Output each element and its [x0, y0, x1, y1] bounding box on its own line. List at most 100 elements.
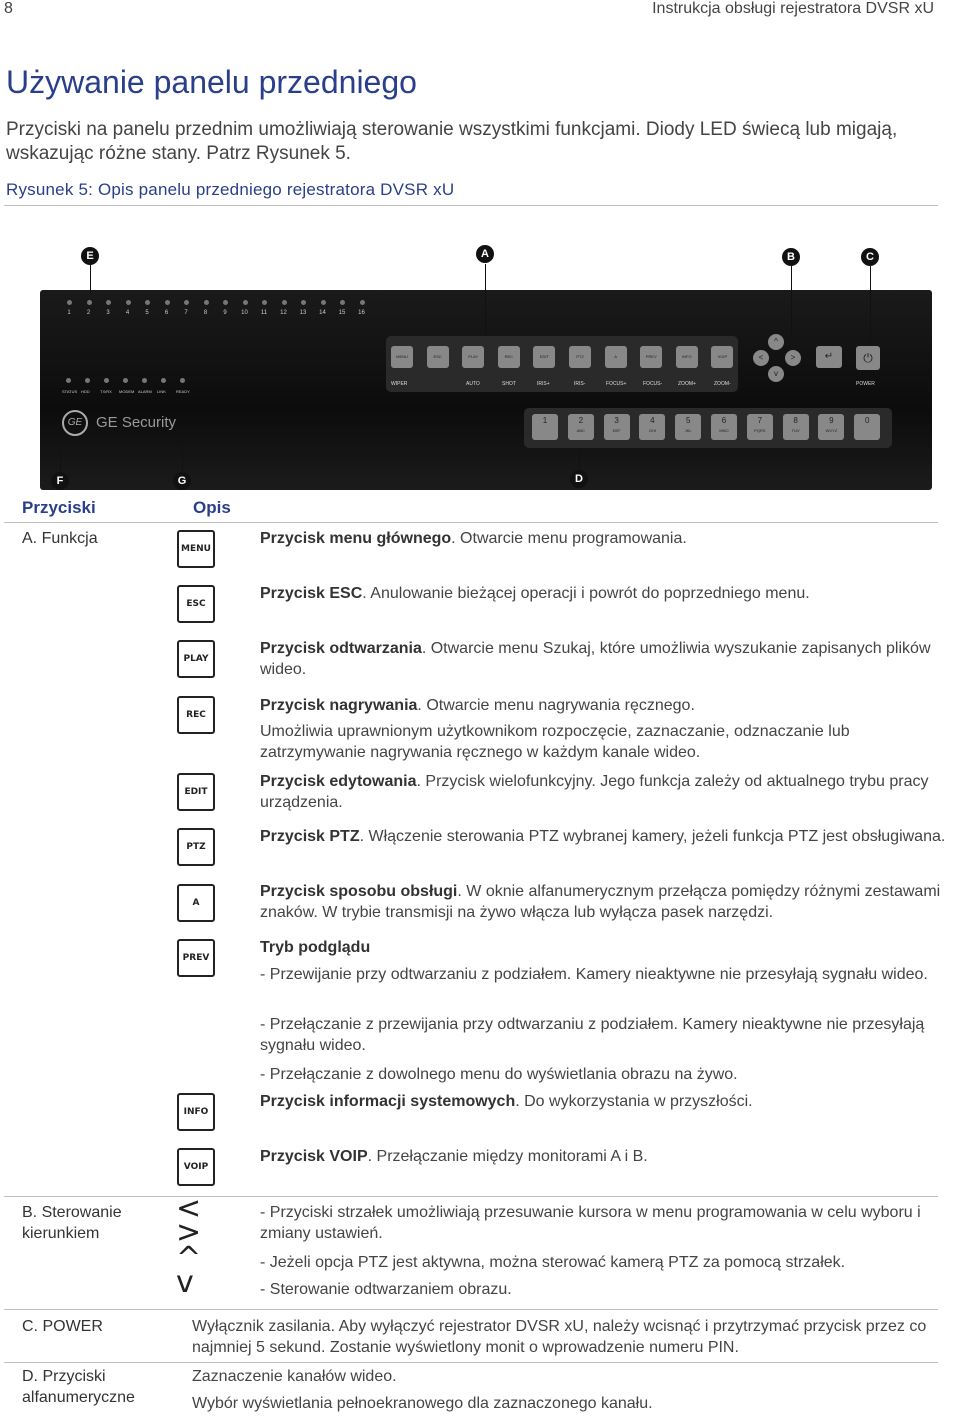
direction-description-2: - Jeżeli opcja PTZ jest aktywna, można s…	[260, 1254, 846, 1271]
info-description: Przycisk informacji systemowych. Do wyko…	[260, 1093, 753, 1110]
panel-button-play[interactable]: PLAY	[462, 346, 485, 368]
callout-d: D	[570, 470, 588, 488]
rec-description: Przycisk nagrywania. Otwarcie menu nagry…	[260, 697, 695, 714]
row-divider-d	[4, 1362, 938, 1363]
panel-button-prev[interactable]: PREV	[640, 346, 663, 368]
panel-button-esc[interactable]: ESC	[426, 346, 449, 368]
channel-led	[223, 300, 228, 305]
a-button-icon: A	[177, 884, 215, 922]
panel-button-secondary-label: FOCUS+	[606, 381, 627, 387]
channel-led-number: 3	[106, 310, 110, 316]
channel-led	[164, 300, 170, 305]
power-description: Wyłącznik zasilania. Aby wyłączyć rejest…	[192, 1318, 927, 1356]
numeric-button-letters: JKL	[684, 428, 692, 433]
status-led-label: LINK	[157, 389, 166, 394]
status-led	[180, 378, 185, 383]
direction-description-1: - Przyciski strzałek umożliwiają przesuw…	[260, 1204, 921, 1242]
info-button-icon: INFO	[177, 1093, 215, 1131]
callout-c: C	[861, 248, 879, 266]
channel-led	[320, 300, 326, 305]
numeric-button-digit: 9	[829, 416, 834, 425]
channel-led-number: 13	[299, 310, 307, 316]
arrow-right-icon: >	[176, 1215, 202, 1250]
voip-button-icon: VOIP	[177, 1148, 215, 1186]
prev-button-icon: PREV	[177, 939, 215, 977]
panel-button-secondary-label: ZOOM-	[714, 381, 731, 387]
channel-led	[184, 300, 189, 305]
ptz-description: Przycisk PTZ. Włączenie sterowania PTZ w…	[260, 828, 946, 845]
numeric-button-letters: TUV	[791, 428, 800, 433]
panel-button-secondary-label: IRIS-	[574, 381, 586, 387]
channel-led-number: 12	[280, 310, 287, 316]
header-title: Instrukcja obsługi rejestratora DVSR xU	[652, 0, 934, 17]
header-divider	[4, 522, 938, 523]
nav-up-button[interactable]: ^	[768, 334, 784, 350]
channel-led	[262, 300, 267, 305]
callout-a: A	[476, 245, 494, 263]
direction-description-3: - Sterowanie odtwarzaniem obrazu.	[260, 1281, 512, 1298]
numeric-button-letters: DEF	[612, 428, 621, 433]
power-button[interactable]: ⏻	[856, 346, 880, 370]
group-a-label: A. Funkcja	[22, 530, 98, 547]
nav-left-button[interactable]: <	[753, 350, 769, 366]
channel-led-number: 1	[67, 310, 71, 316]
status-led	[142, 378, 147, 383]
panel-button-a[interactable]: A	[604, 346, 627, 368]
numeric-button-letters: GHI	[648, 428, 656, 433]
channel-led	[106, 300, 111, 305]
channel-led-number: 8	[203, 310, 208, 316]
numeric-button-0[interactable]: 0	[854, 414, 881, 440]
status-led-label: ALARM	[138, 389, 152, 394]
channel-led-number: 10	[241, 310, 248, 316]
channel-led	[67, 300, 72, 305]
status-led	[123, 378, 128, 383]
status-led-label: HDD	[81, 389, 90, 394]
enter-button[interactable]: ↵	[816, 346, 842, 368]
numeric-button-letters: WXYZ	[825, 428, 838, 433]
channel-led	[86, 300, 92, 305]
rec-button-icon: REC	[177, 696, 215, 734]
status-led-label: STATUS	[62, 389, 78, 394]
nav-right-button[interactable]: >	[785, 350, 801, 366]
callout-d-line	[579, 448, 580, 470]
panel-button-ptz[interactable]: PTZ	[569, 346, 591, 368]
channel-led-number: 9	[223, 310, 227, 316]
numeric-button-letters: PQRS	[754, 428, 766, 433]
panel-button-info[interactable]: INFO	[675, 346, 698, 368]
a-description: Przycisk sposobu obsługi. W oknie alfanu…	[260, 883, 941, 921]
panel-button-rec[interactable]: REC	[497, 346, 520, 368]
channel-led-number: 14	[319, 310, 326, 316]
prev-description-2: - Przełączanie z przewijania przy odtwar…	[260, 1016, 925, 1054]
channel-led	[125, 300, 131, 305]
alnum-description-1: Zaznaczenie kanałów wideo.	[192, 1368, 397, 1385]
alnum-description-2: Wybór wyświetlania pełnoekranowego dla z…	[192, 1395, 653, 1412]
panel-button-menu[interactable]: MENU	[391, 346, 413, 368]
figure-caption: Rysunek 5: Opis panelu przedniego rejest…	[6, 180, 455, 199]
panel-button-voip[interactable]: VOIP	[711, 346, 734, 368]
numeric-button-digit: 7	[757, 416, 763, 425]
nav-down-button[interactable]: v	[768, 366, 784, 382]
callout-g-line	[182, 428, 183, 472]
esc-description: Przycisk ESC. Anulowanie bieżącej operac…	[260, 585, 810, 602]
numeric-button-1[interactable]: 1	[532, 414, 558, 440]
ptz-button-icon: PTZ	[177, 828, 215, 866]
edit-description: Przycisk edytowania. Przycisk wielofunkc…	[260, 773, 929, 811]
play-description: Przycisk odtwarzania. Otwarcie menu Szuk…	[260, 640, 931, 678]
callout-a-line	[485, 264, 486, 334]
panel-button-edit[interactable]: EDIT	[533, 346, 556, 368]
status-led	[161, 378, 166, 383]
column-header-description: Opis	[193, 498, 231, 517]
numeric-button-digit: 8	[793, 416, 798, 425]
column-header-buttons: Przyciski	[22, 498, 96, 517]
channel-led-number: 5	[145, 310, 149, 316]
esc-button-icon: ESC	[177, 585, 215, 623]
panel-button-secondary-label: FOCUS-	[643, 381, 663, 387]
